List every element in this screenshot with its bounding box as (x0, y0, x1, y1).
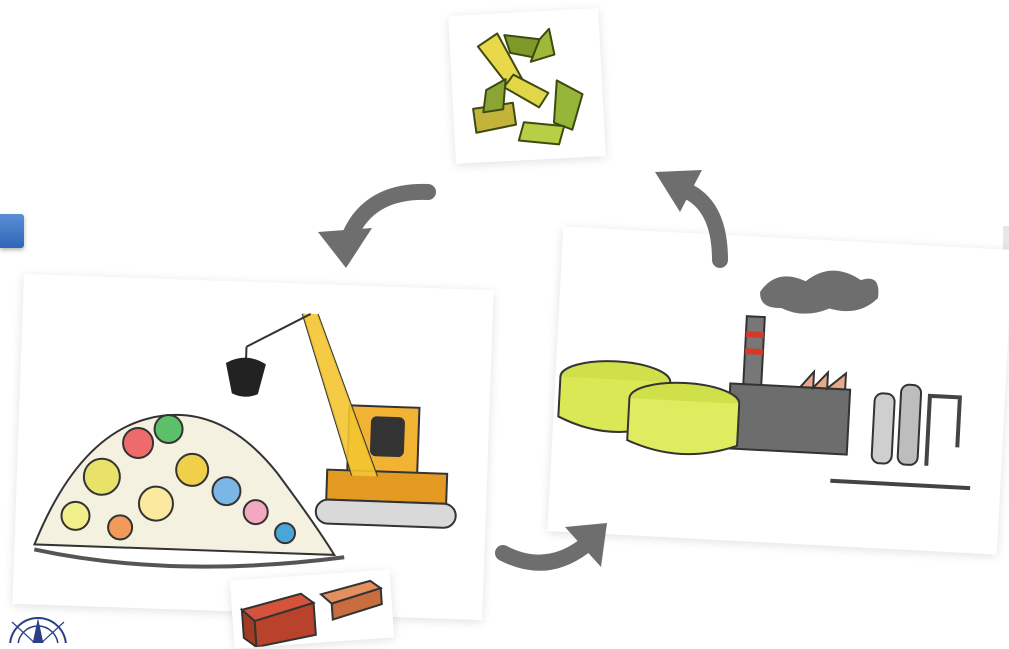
recycle-symbol-icon (448, 8, 606, 164)
recycle-card (448, 8, 606, 164)
cycle-arrow-icon (310, 180, 440, 275)
compass-icon (4, 612, 76, 643)
landfill-crane-illustration (12, 274, 493, 620)
cycle-arrow-icon (495, 515, 615, 580)
bricks-illustration (230, 570, 394, 649)
biogas-plant-card (547, 226, 1009, 554)
bricks-card (230, 570, 394, 649)
blue-tab-marker (0, 214, 24, 248)
biogas-plant-illustration (547, 226, 1009, 554)
landfill-card (12, 274, 493, 620)
cycle-arrow-icon (650, 160, 740, 270)
compass-logo (4, 612, 76, 643)
